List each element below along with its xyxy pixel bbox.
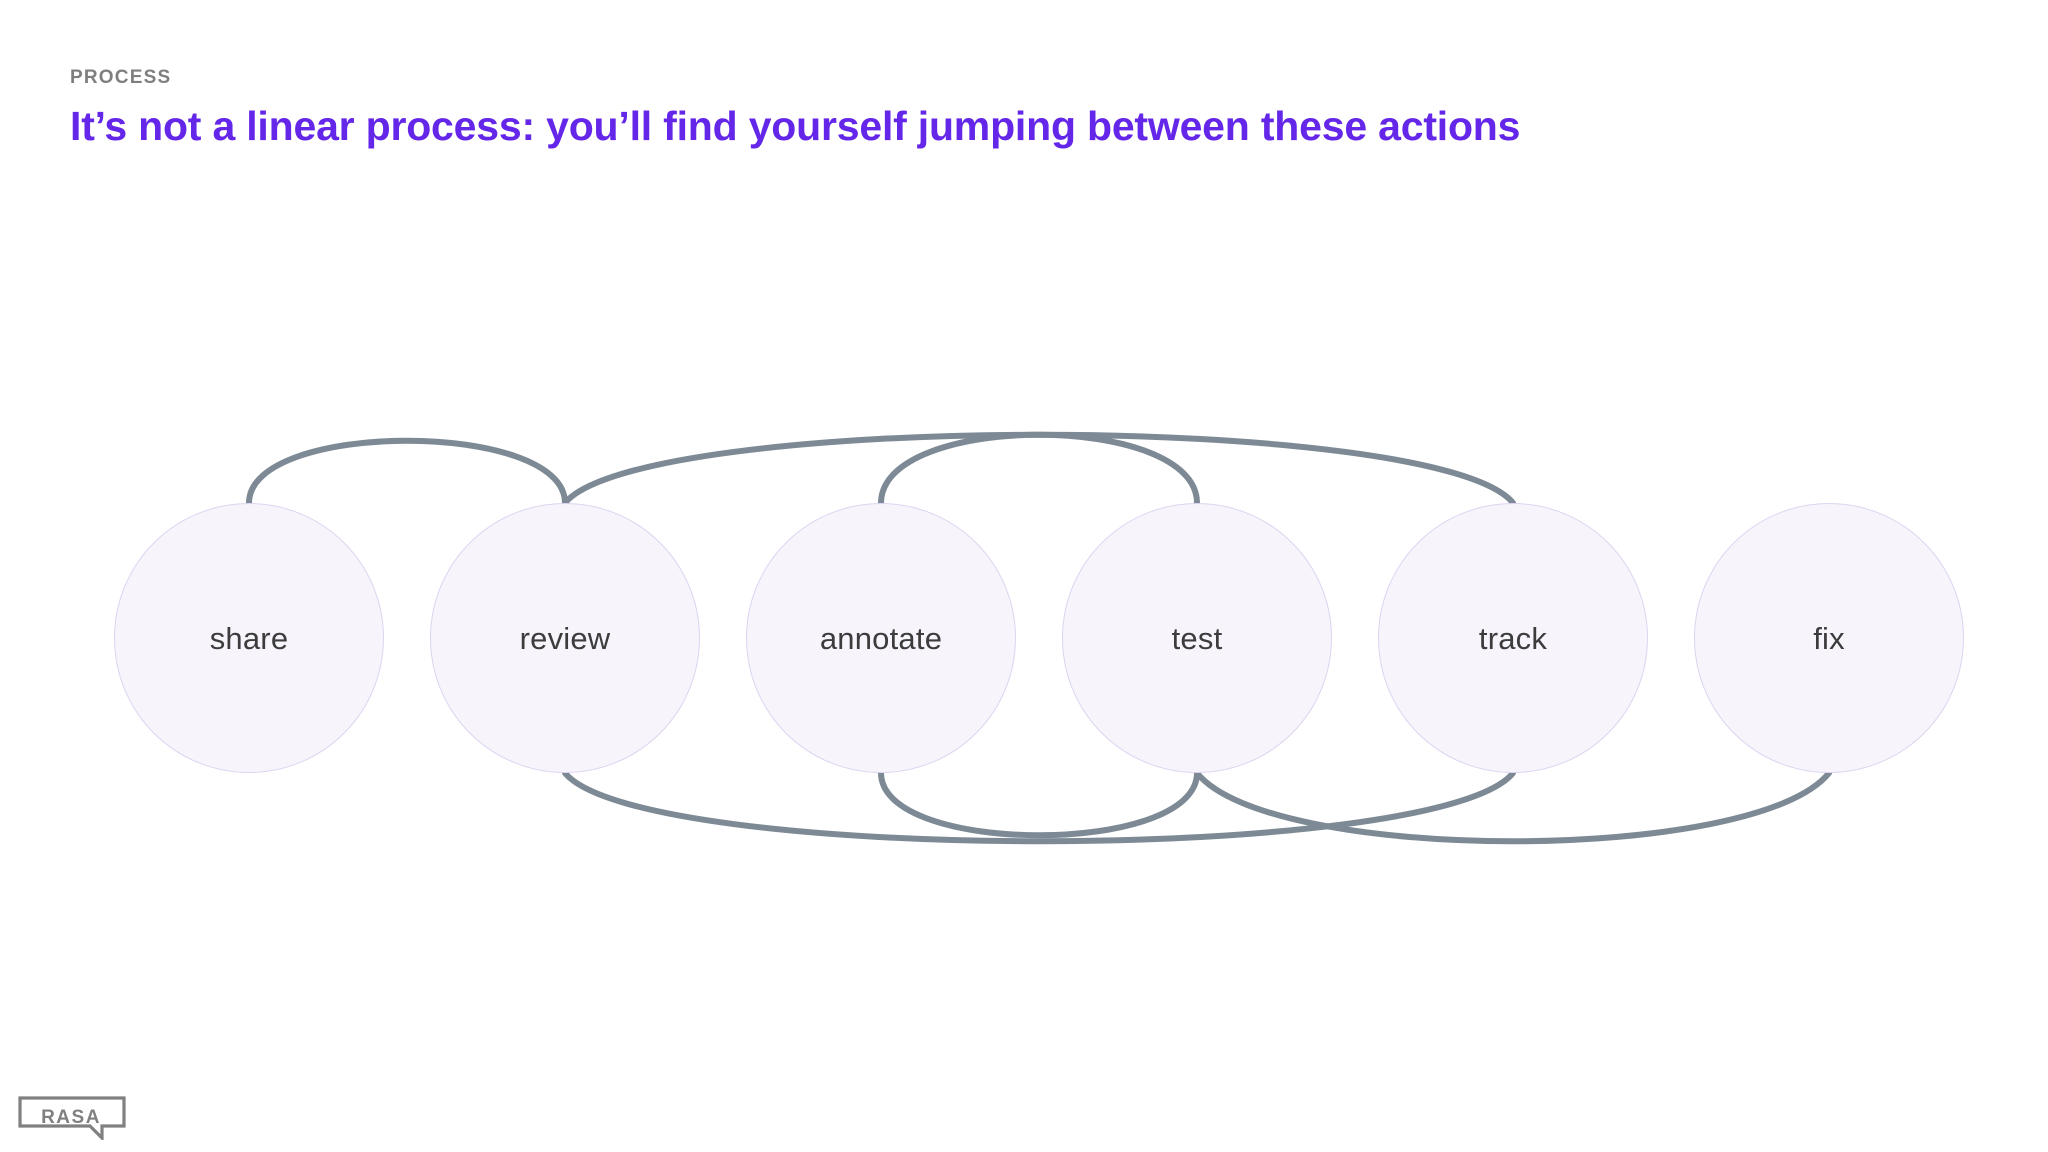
- speech-bubble-outline: [18, 1096, 126, 1140]
- arc-annotate-test-top: [878, 431, 1200, 506]
- process-node-fix[interactable]: fix: [1694, 503, 1964, 773]
- arc-share-review-top: [246, 437, 568, 506]
- node-label: review: [519, 620, 611, 656]
- node-label: share: [209, 620, 289, 656]
- process-node-test[interactable]: test: [1062, 503, 1332, 773]
- rasa-wordmark: RASA: [41, 1107, 101, 1128]
- page-header: PROCESS It’s not a linear process: you’l…: [70, 67, 1970, 150]
- node-label: test: [1171, 620, 1223, 656]
- arc-review-track-top: [562, 431, 1516, 506]
- page-title: It’s not a linear process: you’ll find y…: [70, 102, 1521, 149]
- arc-review-track-bottom: [562, 770, 1516, 845]
- eyebrow-label: PROCESS: [70, 67, 172, 88]
- node-label: annotate: [819, 620, 943, 656]
- process-node-share[interactable]: share: [114, 503, 384, 773]
- arc-test-fix-bottom: [1194, 770, 1832, 845]
- arc-annotate-test-bottom: [878, 770, 1200, 839]
- connector-arcs-group: [246, 431, 1832, 845]
- process-node-annotate[interactable]: annotate: [746, 503, 1016, 773]
- process-node-track[interactable]: track: [1378, 503, 1648, 773]
- process-node-review[interactable]: review: [430, 503, 700, 773]
- rasa-logo: RASA: [18, 1096, 126, 1140]
- process-diagram: share review annotate test track fix: [0, 180, 2048, 970]
- node-label: track: [1478, 620, 1548, 656]
- node-label: fix: [1813, 620, 1845, 656]
